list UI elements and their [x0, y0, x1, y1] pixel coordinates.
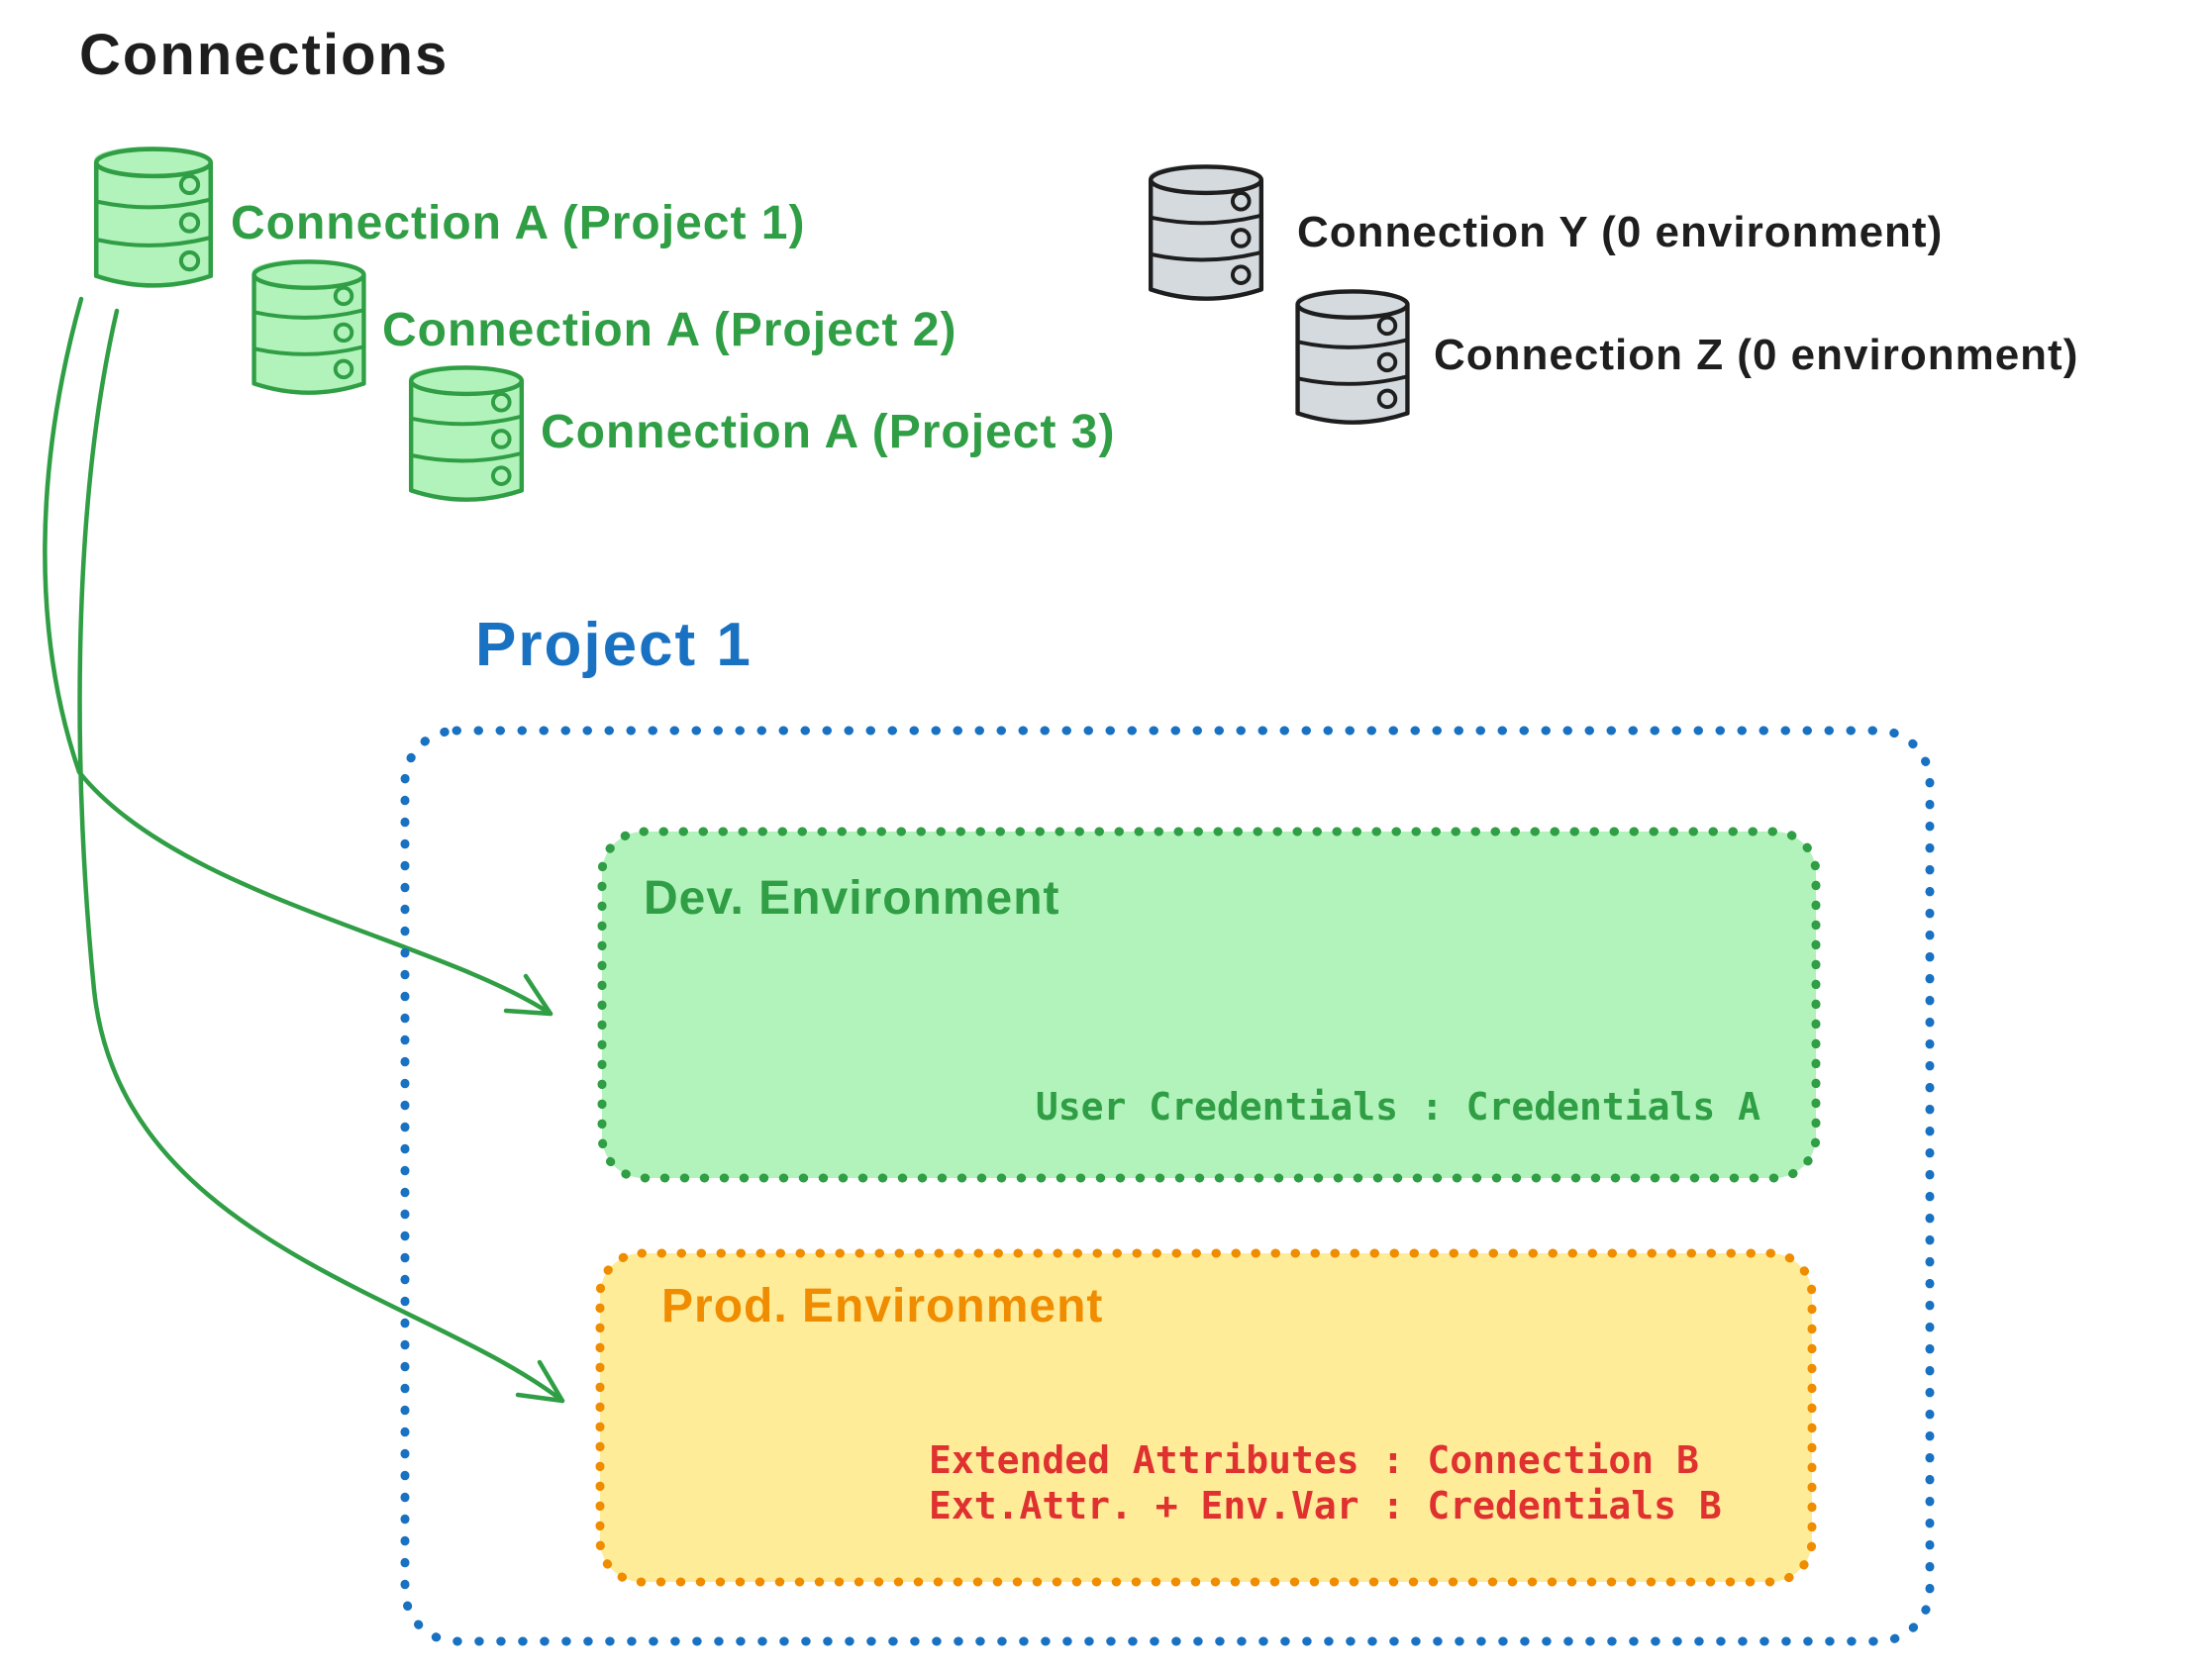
- prod-mapping-line-1: Extended Attributes : Connection B: [929, 1438, 1699, 1482]
- project-1-title: Project 1: [475, 611, 753, 679]
- connection-y-label: Connection Y (0 environment): [1297, 208, 1944, 256]
- page-title: Connections: [79, 23, 450, 87]
- database-icon-connection-a-project-2: [251, 259, 366, 395]
- connection-a-project-2-label: Connection A (Project 2): [382, 304, 957, 356]
- dev-environment-box: [597, 827, 1821, 1183]
- dev-environment-title: Dev. Environment: [644, 872, 1060, 925]
- connection-a-project-3-label: Connection A (Project 3): [541, 406, 1116, 458]
- dev-environment-credentials-line: User Credentials : Credentials A: [1035, 1085, 1760, 1129]
- prod-environment-mapping-lines: Extended Attributes : Connection B Ext.A…: [929, 1437, 1722, 1528]
- prod-environment-box: [595, 1248, 1817, 1587]
- database-icon-connection-a-project-3: [408, 365, 525, 502]
- connection-a-project-1-label: Connection A (Project 1): [231, 197, 806, 249]
- database-icon-connection-y: [1148, 164, 1264, 301]
- prod-mapping-line-2: Ext.Attr. + Env.Var : Credentials B: [929, 1484, 1722, 1527]
- prod-environment-title: Prod. Environment: [661, 1280, 1104, 1332]
- database-icon-connection-z: [1295, 289, 1410, 425]
- connection-z-label: Connection Z (0 environment): [1434, 331, 2079, 379]
- database-icon-connection-a-project-1: [93, 147, 214, 288]
